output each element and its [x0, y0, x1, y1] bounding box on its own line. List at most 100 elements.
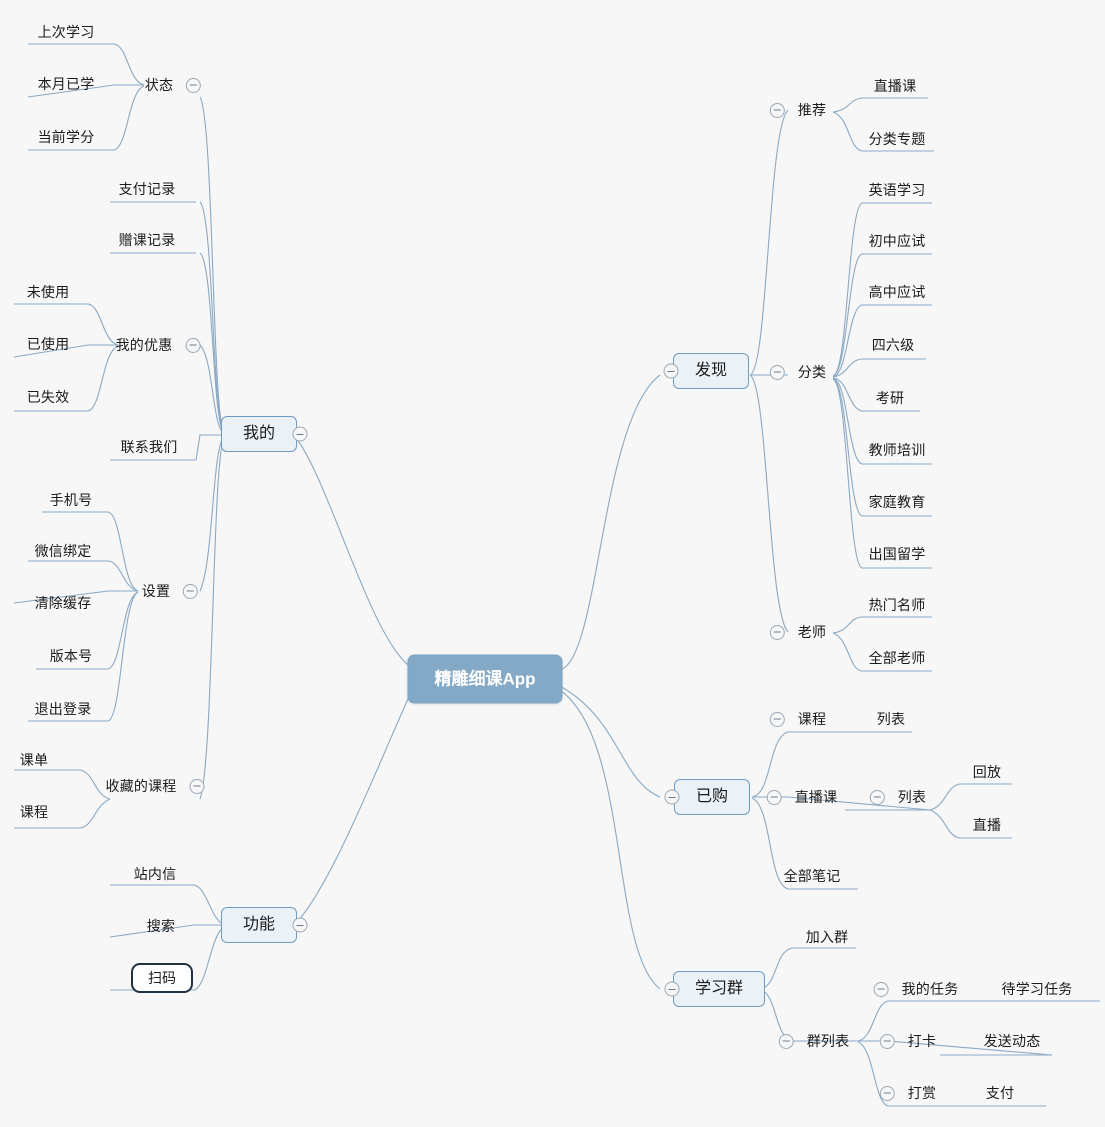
node-sousuo[interactable]: 搜索 [143, 917, 179, 935]
node-kaoyan-label: 考研 [875, 390, 905, 406]
node-yigou-zhibooke-label: 直播课 [794, 789, 838, 805]
node-sousuo-label: 搜索 [146, 918, 176, 934]
node-daka[interactable]: 打卡 [879, 1032, 940, 1050]
node-zhuangtai[interactable]: 状态 [141, 76, 202, 94]
node-qingchuhuancun-label: 清除缓存 [34, 595, 92, 611]
node-dashang[interactable]: 打赏 [879, 1084, 940, 1102]
collapse-toggle-icon[interactable] [183, 583, 199, 599]
node-zhibooke-tuijian-label: 直播课 [873, 78, 917, 94]
collapse-toggle-icon[interactable] [664, 789, 680, 805]
node-shangcixuexi[interactable]: 上次学习 [34, 23, 99, 41]
node-daka-label: 打卡 [907, 1033, 937, 1049]
node-weixinbangding[interactable]: 微信绑定 [31, 542, 96, 560]
branch-wode[interactable]: 我的 [220, 416, 298, 452]
node-weishiyong[interactable]: 未使用 [23, 283, 74, 301]
node-yishixiao-label: 已失效 [26, 389, 70, 405]
node-huifang[interactable]: 回放 [969, 763, 1005, 781]
node-siliuji[interactable]: 四六级 [868, 336, 919, 354]
node-jiaruqun[interactable]: 加入群 [802, 928, 853, 946]
branch-yigou[interactable]: 已购 [673, 779, 751, 815]
node-zhibo[interactable]: 直播 [969, 816, 1005, 834]
node-shoucang-kecheng-label: 课程 [19, 804, 49, 820]
node-shoucangdekecheng-label: 收藏的课程 [105, 778, 177, 794]
node-qunliebiao[interactable]: 群列表 [778, 1032, 854, 1050]
node-jiaoshipeixun[interactable]: 教师培训 [865, 441, 930, 459]
node-laoshi[interactable]: 老师 [769, 623, 830, 641]
node-zhifujilu[interactable]: 支付记录 [115, 180, 180, 198]
node-zhuangtai-label: 状态 [144, 77, 174, 93]
node-quanbubiji[interactable]: 全部笔记 [780, 867, 845, 885]
collapse-toggle-icon[interactable] [663, 363, 679, 379]
node-yingyuxuexi[interactable]: 英语学习 [865, 181, 930, 199]
node-jiatingjiaoyu[interactable]: 家庭教育 [865, 493, 930, 511]
collapse-toggle-icon[interactable] [879, 1033, 895, 1049]
collapse-toggle-icon[interactable] [769, 364, 785, 380]
node-zhibooke-tuijian[interactable]: 直播课 [870, 77, 921, 95]
node-yishiyong[interactable]: 已使用 [23, 335, 74, 353]
collapse-toggle-icon[interactable] [869, 789, 885, 805]
branch-yigou-label: 已购 [695, 788, 729, 805]
node-dangqianxuefen[interactable]: 当前学分 [34, 128, 99, 146]
collapse-toggle-icon[interactable] [186, 77, 202, 93]
node-yigou-zhibooke[interactable]: 直播课 [766, 788, 842, 806]
node-jiaoshipeixun-label: 教师培训 [868, 442, 926, 458]
node-daixuexirenwu[interactable]: 待学习任务 [998, 980, 1077, 998]
node-quanbulaoshi[interactable]: 全部老师 [865, 649, 930, 667]
node-quanbubiji-label: 全部笔记 [783, 868, 841, 884]
node-dangqianxuefen-label: 当前学分 [37, 129, 95, 145]
collapse-toggle-icon[interactable] [769, 624, 785, 640]
node-chuzhongyingshi[interactable]: 初中应试 [865, 232, 930, 250]
node-shoucang-kecheng[interactable]: 课程 [16, 803, 52, 821]
collapse-toggle-icon[interactable] [292, 426, 308, 442]
node-kaoyan[interactable]: 考研 [872, 389, 908, 407]
collapse-toggle-icon[interactable] [185, 337, 201, 353]
node-fenlei[interactable]: 分类 [769, 363, 830, 381]
collapse-toggle-icon[interactable] [778, 1033, 794, 1049]
node-yingyuxuexi-label: 英语学习 [868, 182, 926, 198]
node-banbenhao[interactable]: 版本号 [46, 647, 97, 665]
node-zhifu[interactable]: 支付 [982, 1084, 1018, 1102]
node-zengkejilu-label: 赠课记录 [118, 232, 176, 248]
node-kedan-label: 课单 [19, 752, 49, 768]
branch-gongneng[interactable]: 功能 [220, 907, 298, 943]
node-lianxiwomen[interactable]: 联系我们 [117, 438, 182, 456]
root-node[interactable]: 精雕细课App [407, 654, 563, 704]
node-gaozhongyingshi[interactable]: 高中应试 [865, 283, 930, 301]
node-wodeyouhui[interactable]: 我的优惠 [112, 336, 201, 354]
node-wodarenwu[interactable]: 我的任务 [873, 980, 963, 998]
node-kecheng[interactable]: 课程 [769, 710, 830, 728]
node-tuichudenglu[interactable]: 退出登录 [31, 700, 96, 718]
collapse-toggle-icon[interactable] [664, 981, 680, 997]
node-zengkejilu[interactable]: 赠课记录 [115, 231, 180, 249]
node-shoujihao[interactable]: 手机号 [46, 491, 97, 509]
node-huifang-label: 回放 [972, 764, 1002, 780]
node-kecheng-liebiao[interactable]: 列表 [873, 710, 909, 728]
node-wodeyouhui-label: 我的优惠 [115, 337, 173, 353]
node-benyueyixue[interactable]: 本月已学 [34, 75, 99, 93]
node-shezhi[interactable]: 设置 [138, 582, 199, 600]
collapse-toggle-icon[interactable] [292, 917, 308, 933]
node-shoucangdekecheng[interactable]: 收藏的课程 [102, 777, 205, 795]
node-saoma[interactable]: 扫码 [131, 963, 193, 993]
collapse-toggle-icon[interactable] [769, 102, 785, 118]
node-kedan[interactable]: 课单 [16, 751, 52, 769]
node-fenleizhuanti[interactable]: 分类专题 [865, 130, 930, 148]
node-tuijian[interactable]: 推荐 [769, 101, 830, 119]
branch-faxian[interactable]: 发现 [672, 353, 750, 389]
node-zhanneixin[interactable]: 站内信 [130, 865, 181, 883]
node-yishixiao[interactable]: 已失效 [23, 388, 74, 406]
node-chuguoliuxue[interactable]: 出国留学 [865, 545, 930, 563]
node-jiatingjiaoyu-label: 家庭教育 [868, 494, 926, 510]
node-qingchuhuancun[interactable]: 清除缓存 [31, 594, 96, 612]
collapse-toggle-icon[interactable] [769, 711, 785, 727]
node-fasongdongtai[interactable]: 发送动态 [980, 1032, 1045, 1050]
node-zhibooke-liebiao[interactable]: 列表 [869, 788, 930, 806]
collapse-toggle-icon[interactable] [879, 1085, 895, 1101]
collapse-toggle-icon[interactable] [873, 981, 889, 997]
node-remenmingshi[interactable]: 热门名师 [865, 596, 930, 614]
collapse-toggle-icon[interactable] [766, 789, 782, 805]
branch-xuexiqun[interactable]: 学习群 [672, 971, 766, 1007]
collapse-toggle-icon[interactable] [189, 778, 205, 794]
